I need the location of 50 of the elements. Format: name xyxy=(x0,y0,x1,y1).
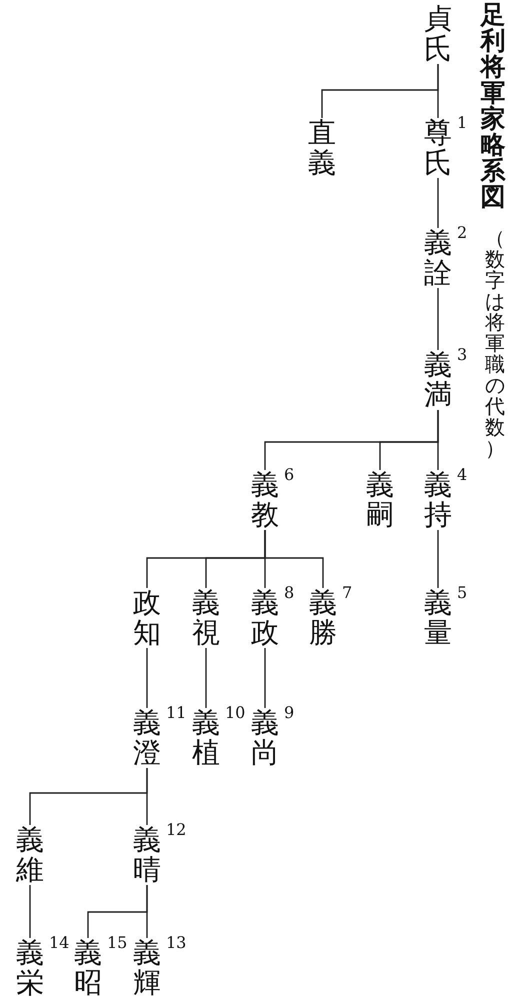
lineage-line xyxy=(264,648,266,708)
person-name: 義昭 xyxy=(73,938,103,998)
generation-number: 7 xyxy=(342,584,352,602)
generation-number: 9 xyxy=(284,704,294,722)
lineage-line xyxy=(264,530,324,588)
lineage-line xyxy=(146,885,148,938)
generation-number: 11 xyxy=(166,704,186,722)
generation-number: 2 xyxy=(457,224,468,242)
person-name: 義維 xyxy=(15,825,45,885)
person-name: 義満 xyxy=(423,350,453,410)
title: 足利将軍家略系図 xyxy=(479,2,506,210)
lineage-line xyxy=(146,768,148,825)
generation-number: 13 xyxy=(166,934,186,952)
person-name: 義尚 xyxy=(250,708,280,768)
person-name: 義持 xyxy=(423,470,453,530)
generation-number: 12 xyxy=(166,821,186,839)
person-name: 義植 xyxy=(191,708,221,768)
person-name: 義視 xyxy=(191,588,221,648)
generation-number: 10 xyxy=(225,704,246,722)
person-name: 義澄 xyxy=(132,708,162,768)
generation-number: 8 xyxy=(284,584,294,602)
person-name: 義量 xyxy=(423,588,453,648)
lineage-line xyxy=(437,288,439,350)
generation-number: 14 xyxy=(49,934,70,952)
lineage-line xyxy=(437,178,439,228)
person-name: 義栄 xyxy=(15,938,45,998)
lineage-line xyxy=(437,64,439,118)
generation-number: 5 xyxy=(457,584,468,602)
person-name: 義勝 xyxy=(308,588,338,648)
person-name: 政知 xyxy=(132,588,162,648)
person-name: 義晴 xyxy=(132,825,162,885)
person-name: 義教 xyxy=(250,470,280,530)
generation-number: 3 xyxy=(457,346,468,364)
generation-number: 1 xyxy=(457,114,468,132)
person-name: 尊氏 xyxy=(423,118,453,178)
lineage-line xyxy=(205,648,207,708)
person-name: 直義 xyxy=(307,118,337,178)
person-name: 義詮 xyxy=(423,228,453,288)
person-name: 義嗣 xyxy=(365,470,395,530)
person-name: 義政 xyxy=(250,588,280,648)
generation-number: 15 xyxy=(107,934,128,952)
generation-number: 4 xyxy=(457,466,468,484)
person-name: 貞氏 xyxy=(423,4,453,64)
person-name: 義輝 xyxy=(132,938,162,998)
lineage-line xyxy=(437,410,439,470)
lineage-line xyxy=(146,648,148,708)
caption: （数字は将軍職の代数） xyxy=(484,228,506,459)
generation-number: 6 xyxy=(284,466,294,484)
lineage-line xyxy=(29,885,31,938)
lineage-line xyxy=(437,530,439,588)
